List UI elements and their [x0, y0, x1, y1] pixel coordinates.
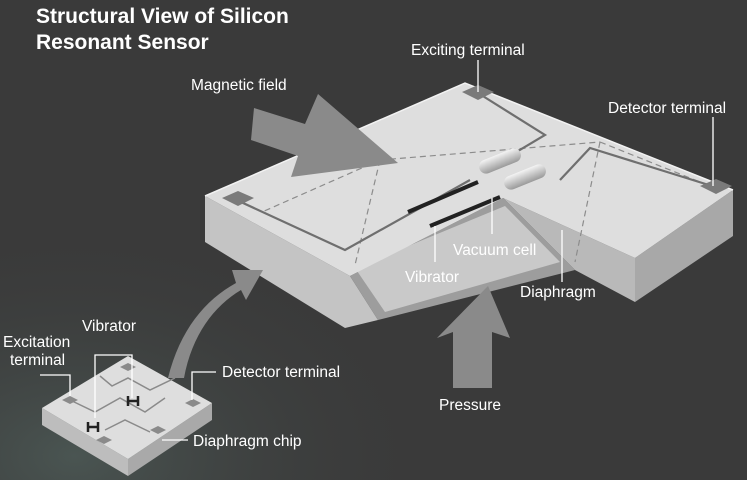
label-magnetic-field: Magnetic field	[191, 77, 287, 94]
label-diaphragm: Diaphragm	[520, 284, 596, 301]
vacuum-cell-2	[504, 164, 546, 190]
right-wing-front-face	[503, 198, 635, 302]
leader-vibrator-chip	[94, 354, 133, 418]
page-title: Structural View of Silicon Resonant Sens…	[36, 4, 289, 56]
top-edge	[204, 82, 734, 197]
label-excitation-terminal-2: terminal	[10, 352, 66, 369]
magnetic-field-arrow	[251, 94, 398, 177]
leader-lines	[40, 60, 714, 441]
exciting-terminal-pad	[462, 85, 494, 100]
vibrator-2	[429, 195, 501, 228]
label-vibrator: Vibrator	[405, 269, 459, 286]
label-detector-terminal: Detector terminal	[608, 100, 727, 117]
vacuum-cell-1	[479, 148, 521, 174]
label-pressure: Pressure	[439, 397, 502, 414]
title-line-1: Structural View of Silicon	[36, 5, 289, 28]
right-wing-side-face	[635, 190, 733, 302]
label-vacuum-cell: Vacuum cell	[453, 242, 537, 259]
chip-traces	[69, 375, 176, 433]
detector-terminal-pad	[700, 179, 732, 194]
chip-top-face	[42, 356, 212, 459]
label-vibrator-chip: Vibrator	[82, 318, 136, 335]
leader-detector-terminal-chip	[191, 371, 216, 400]
chip-vibrators	[86, 396, 140, 432]
label-excitation-terminal-1: Excitation	[3, 334, 71, 351]
diaphragm-surface	[355, 206, 560, 312]
vacuum-cells	[479, 148, 546, 190]
pressure-arrow	[437, 286, 510, 388]
leader-excitation-terminal	[40, 374, 71, 396]
dashed-lines	[261, 141, 721, 266]
label-exciting-terminal: Exciting terminal	[411, 42, 525, 59]
title-line-2: Resonant Sensor	[36, 31, 209, 54]
vibrators	[407, 180, 501, 228]
label-detector-terminal-chip: Detector terminal	[222, 364, 341, 381]
chip-to-sensor-arrow	[168, 270, 263, 378]
sensor-block	[204, 82, 734, 328]
label-diaphragm-chip: Diaphragm chip	[193, 433, 302, 450]
vibrator-1	[407, 180, 479, 214]
terminal-pads	[222, 85, 732, 206]
left-terminal-pad	[222, 191, 254, 206]
left-wing-front-face	[205, 196, 378, 328]
chip-front-face	[42, 408, 128, 476]
